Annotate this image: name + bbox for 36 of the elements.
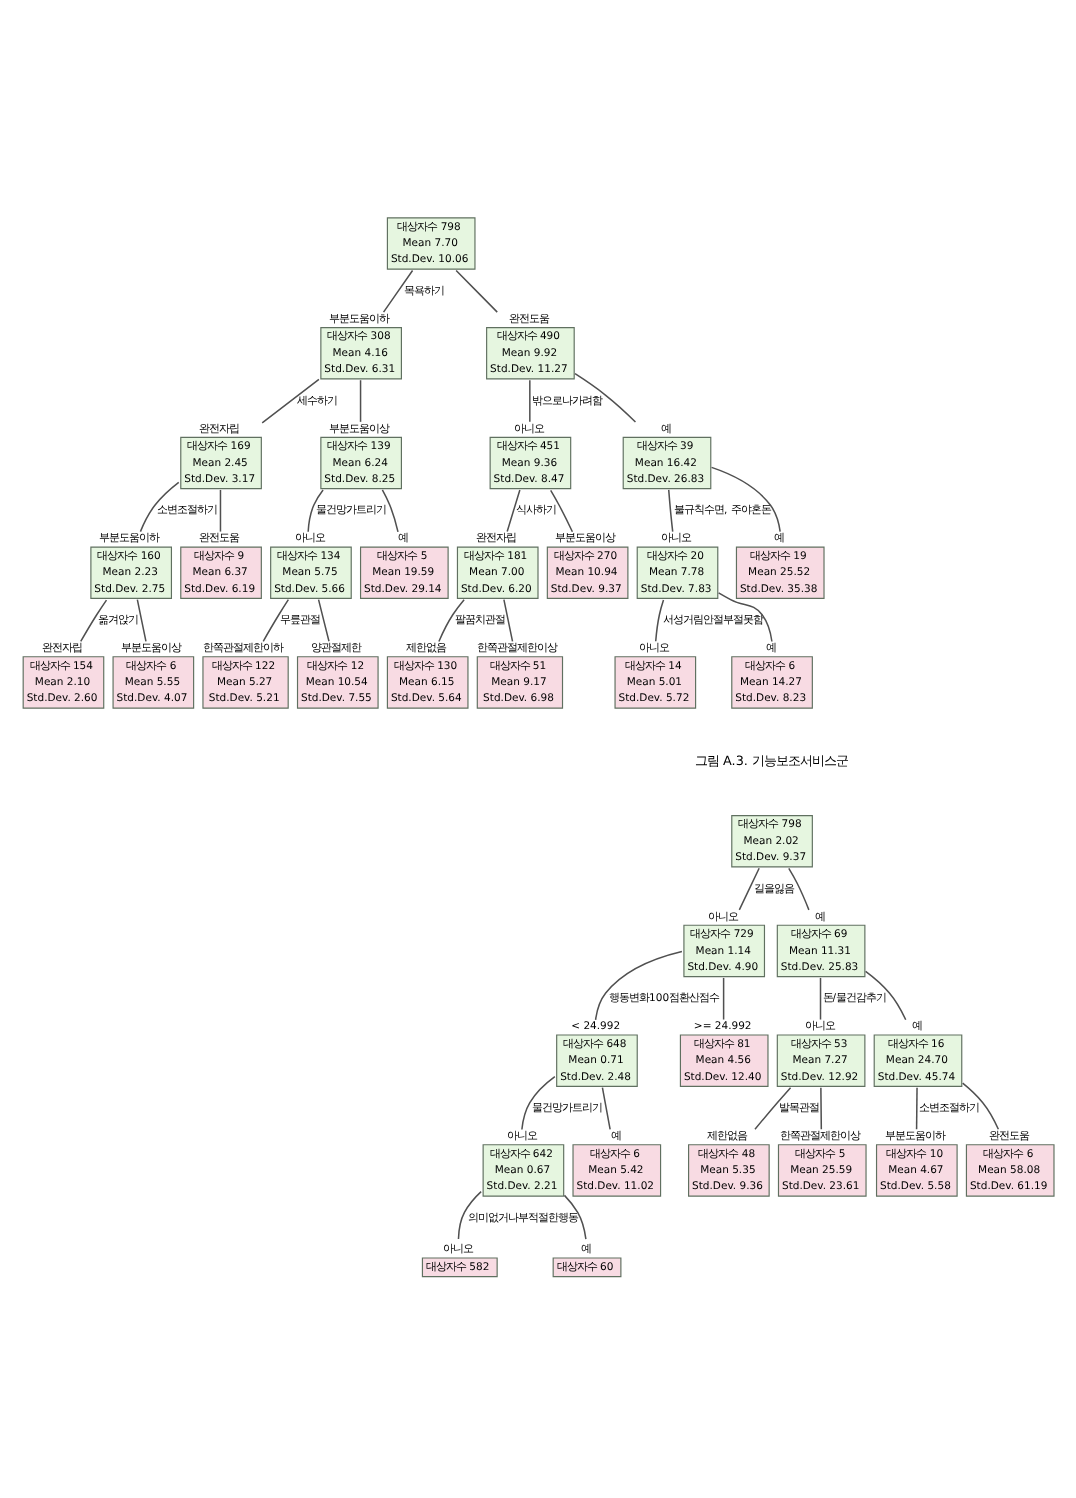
connector [654,599,665,643]
connector [915,1086,918,1131]
connector [261,378,320,424]
connector [521,1075,556,1131]
connector [574,372,637,423]
connector [738,867,760,911]
connector [529,379,531,423]
connector [754,1086,792,1131]
connector [864,970,907,1021]
connector [506,489,521,533]
connector [457,1190,482,1240]
connector [455,269,498,313]
connector [307,489,324,533]
connector [79,599,108,643]
connector [710,466,781,533]
connector [381,489,399,533]
connector [594,950,683,1021]
connector [722,977,725,1021]
connector [820,1086,823,1131]
connector [136,598,147,643]
connector [717,592,773,643]
connector [549,489,574,533]
connector [438,598,465,643]
connector [563,1194,587,1240]
connector [961,1082,1000,1131]
connector [819,977,822,1021]
connector [359,379,362,423]
connector [219,489,222,533]
connector [601,1086,611,1131]
connector [667,489,674,533]
connector [382,269,414,313]
connector [788,867,810,911]
connector [317,598,330,643]
connector [262,598,290,643]
connector [503,598,514,643]
connector [139,481,180,533]
